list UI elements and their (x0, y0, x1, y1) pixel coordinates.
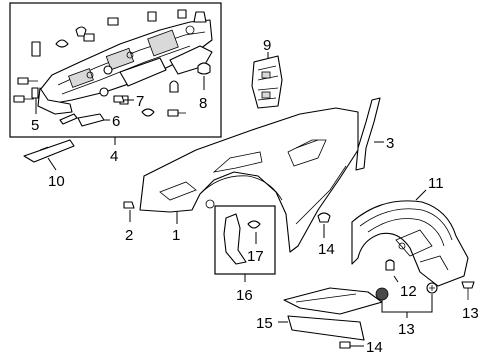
callout-12: 12 (400, 283, 417, 300)
callout-14-lower: 14 (366, 339, 383, 356)
callout-17: 17 (247, 248, 264, 265)
callout-15: 15 (256, 315, 273, 332)
callout-13-center: 13 (398, 321, 415, 338)
part-1-fender (139, 107, 359, 253)
callout-13-right: 13 (462, 305, 479, 322)
part-10-brace (23, 139, 75, 163)
fender-support-bracket (37, 19, 213, 115)
part-7-nut (113, 95, 125, 103)
callout-5: 5 (31, 117, 39, 134)
mudflap-box-frame (214, 205, 276, 275)
callout-8: 8 (199, 95, 207, 112)
callout-11: 11 (428, 175, 444, 192)
box-fasteners (13, 9, 207, 125)
part-17-clip (247, 220, 261, 229)
part-3-strip (355, 97, 381, 171)
part-splash-shield (283, 287, 383, 315)
callout-10: 10 (48, 173, 65, 190)
callout-4: 4 (110, 148, 118, 165)
callout-14-upper: 14 (318, 241, 335, 258)
part-14-clip-upper (317, 212, 331, 223)
callout-9: 9 (263, 37, 271, 54)
part-16-mudflap (223, 213, 247, 265)
part-5-clip (31, 87, 39, 99)
part-13-grommet-left (375, 287, 389, 301)
callout-2: 2 (125, 227, 133, 244)
leader-11 (415, 189, 427, 201)
callout-3: 3 (386, 135, 394, 152)
part-8-bracket (197, 62, 211, 75)
callout-7: 7 (136, 93, 144, 110)
part-6-bracket (77, 113, 105, 127)
callout-1: 1 (172, 227, 180, 244)
part-9-bracket (251, 55, 283, 109)
part-11-wheelhouse-liner (351, 200, 469, 287)
part-13-bolt-right (461, 281, 475, 289)
part-14-clip-lower (339, 341, 351, 349)
part-12-fastener (385, 259, 395, 271)
leader-10 (47, 157, 57, 171)
callout-6: 6 (112, 113, 120, 130)
callout-16: 16 (236, 287, 253, 304)
part-2-clip (123, 201, 135, 209)
leader-12 (393, 275, 399, 283)
part-15-deflector (287, 315, 365, 341)
